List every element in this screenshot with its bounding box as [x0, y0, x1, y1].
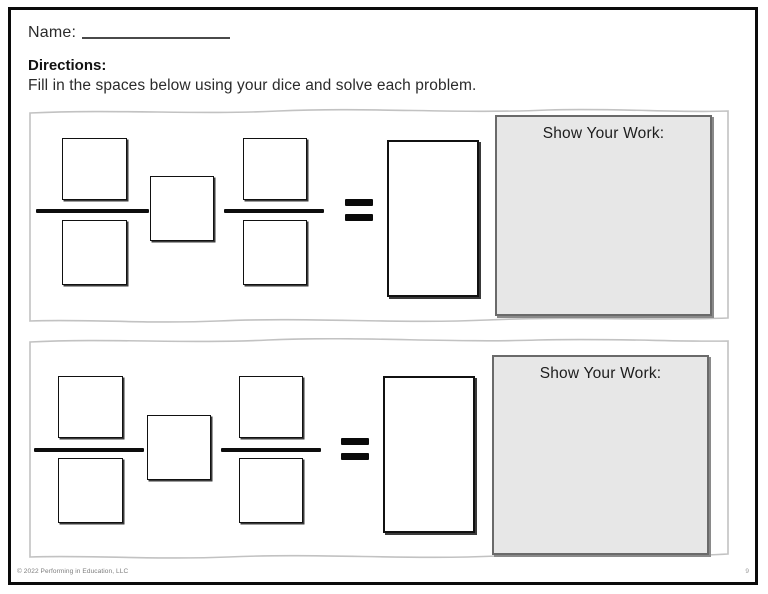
p2-show-your-work-label: Show Your Work: — [539, 365, 662, 382]
p1-show-your-work-label: Show Your Work: — [542, 125, 665, 142]
p2-left-denominator-box[interactable] — [58, 458, 123, 523]
p2-equals-icon — [341, 438, 369, 460]
footer-page-number: 9 — [745, 568, 749, 575]
p1-right-fraction-bar — [224, 209, 324, 213]
name-label: Name: — [28, 24, 77, 41]
directions-body-text: Fill in the spaces below using your dice… — [28, 77, 477, 94]
p1-equals-icon — [345, 199, 373, 221]
p2-right-fraction-bar — [221, 448, 321, 452]
p2-right-denominator-box[interactable] — [239, 458, 303, 523]
name-field-row: Name: — [28, 24, 231, 42]
directions-heading: Directions: — [28, 57, 107, 74]
p1-left-fraction-bar — [36, 209, 149, 213]
name-input-line[interactable] — [82, 37, 231, 39]
problem-panel-2: Show Your Work: — [28, 338, 730, 560]
p1-answer-box[interactable] — [387, 140, 479, 297]
p2-answer-box[interactable] — [383, 376, 475, 533]
p1-right-numerator-box[interactable] — [243, 138, 307, 200]
problem-panel-1: Show Your Work: — [28, 108, 730, 323]
p1-right-denominator-box[interactable] — [243, 220, 307, 285]
p2-operator-box[interactable] — [147, 415, 211, 480]
page-outer-border — [8, 7, 758, 585]
p2-left-numerator-box[interactable] — [58, 376, 123, 438]
p1-left-numerator-box[interactable] — [62, 138, 127, 200]
p1-operator-box[interactable] — [150, 176, 214, 241]
footer-copyright: © 2022 Performing in Education, LLC — [17, 568, 129, 575]
p1-show-your-work-box[interactable]: Show Your Work: — [495, 115, 712, 316]
p2-right-numerator-box[interactable] — [239, 376, 303, 438]
p2-show-your-work-box[interactable]: Show Your Work: — [492, 355, 709, 555]
p1-left-denominator-box[interactable] — [62, 220, 127, 285]
p2-left-fraction-bar — [34, 448, 144, 452]
